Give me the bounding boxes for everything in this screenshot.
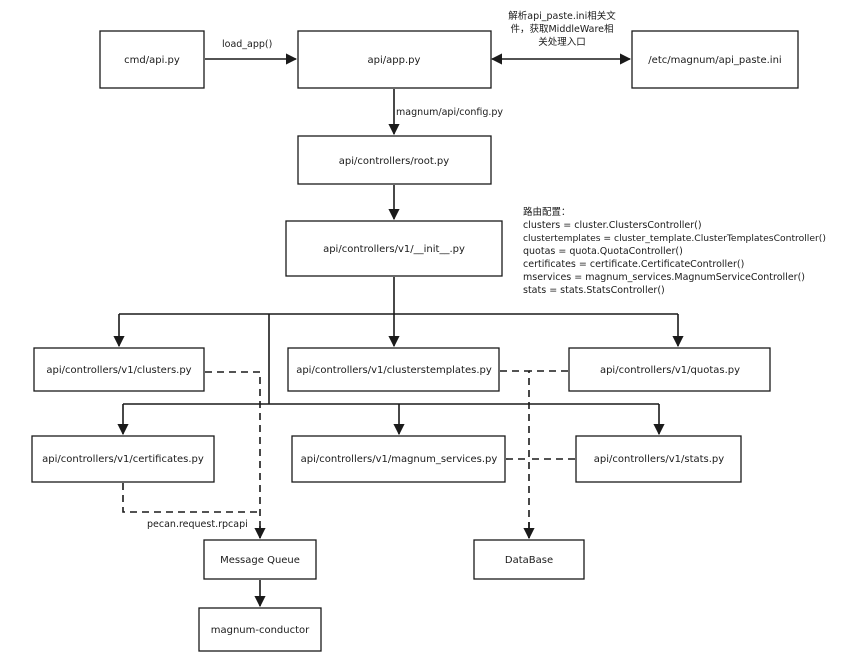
routes-note-line-quotas: quotas = quota.QuotaController() [523,246,683,257]
node-api-paste: /etc/magnum/api_paste.ini [631,30,799,89]
node-stats-label: api/controllers/v1/stats.py [594,454,724,465]
edge-certificates-to-mq [122,483,260,513]
node-clustertemplates: api/controllers/v1/clusterstemplates.py [287,347,500,392]
node-v1-init: api/controllers/v1/__init__.py [285,220,503,277]
routes-note-line-mservices: mservices = magnum_services.MagnumServic… [523,272,805,283]
edge-label-load-app: load_app() [222,39,272,50]
node-message-queue: Message Queue [203,539,317,580]
routes-note-line-stats: stats = stats.StatsController() [523,285,665,296]
node-app: api/app.py [297,30,492,89]
node-clusters-label: api/controllers/v1/clusters.py [46,365,191,376]
node-database: DataBase [473,539,585,580]
node-quotas: api/controllers/v1/quotas.py [568,347,771,392]
node-root: api/controllers/root.py [297,135,492,185]
node-certificates-label: api/controllers/v1/certificates.py [42,454,204,465]
edge-clusters-to-mq [205,371,261,538]
node-clustertemplates-label: api/controllers/v1/clusterstemplates.py [296,365,492,376]
paste-note: 解析api_paste.ini相关文 件，获取MiddleWare相 关处理入口 [508,10,616,48]
paste-note-line-2: 件，获取MiddleWare相 [510,23,613,35]
node-stats: api/controllers/v1/stats.py [575,435,742,483]
node-clusters: api/controllers/v1/clusters.py [33,347,205,392]
node-magnum-services-label: api/controllers/v1/magnum_services.py [301,454,498,465]
node-magnum-services: api/controllers/v1/magnum_services.py [291,435,506,483]
routes-note: 路由配置： clusters = cluster.ClustersControl… [523,206,826,296]
node-certificates: api/controllers/v1/certificates.py [31,435,215,483]
node-api-paste-label: /etc/magnum/api_paste.ini [648,55,781,66]
node-conductor: magnum-conductor [198,607,322,652]
node-v1-init-label: api/controllers/v1/__init__.py [323,244,465,255]
edge-label-rpcapi: pecan.request.rpcapi [147,519,248,530]
routes-note-heading: 路由配置： [523,206,571,218]
node-cmd-api: cmd/api.py [99,30,205,89]
routes-note-line-clustertemplates: clustertemplates = cluster_template.Clus… [523,233,826,244]
node-app-label: api/app.py [368,55,421,66]
routes-note-line-certificates: certificates = certificate.CertificateCo… [523,259,744,270]
node-root-label: api/controllers/root.py [339,156,449,167]
node-conductor-label: magnum-conductor [211,625,310,636]
node-database-label: DataBase [505,555,553,566]
routes-note-line-clusters: clusters = cluster.ClustersController() [523,220,702,231]
node-message-queue-label: Message Queue [220,555,300,566]
edge-label-config: magnum/api/config.py [396,107,503,118]
paste-note-line-3: 关处理入口 [538,36,586,48]
edges [113,53,684,608]
paste-note-line-1: 解析api_paste.ini相关文 [508,10,616,22]
node-quotas-label: api/controllers/v1/quotas.py [600,365,740,376]
node-cmd-api-label: cmd/api.py [124,55,180,66]
